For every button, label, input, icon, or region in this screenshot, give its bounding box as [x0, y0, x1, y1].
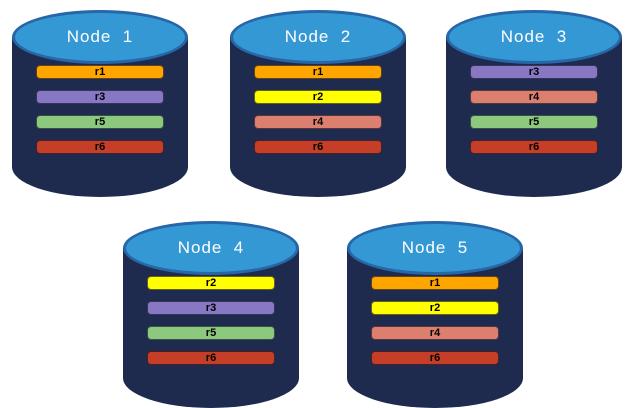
cylinder-top: Node 2 [230, 10, 406, 64]
replica-bars: r1 r2 r4 r6 [347, 276, 523, 365]
replica-bar-r4: r4 [254, 115, 382, 129]
replica-bar-r4: r4 [371, 326, 499, 340]
node-title: Node 2 [284, 27, 352, 46]
replica-bar-r2: r2 [147, 276, 275, 290]
replica-bars: r2 r3 r5 r6 [123, 276, 299, 365]
replica-bar-r3: r3 [470, 65, 598, 79]
replica-bar-r6: r6 [254, 140, 382, 154]
replica-bar-r6: r6 [371, 351, 499, 365]
replica-bar-r3: r3 [36, 90, 164, 104]
cylinder-node-3: Node 3 r3 r4 r5 r6 [446, 10, 622, 197]
replica-bar-r1: r1 [36, 65, 164, 79]
node-title: Node 3 [500, 27, 568, 46]
replica-bars: r1 r3 r5 r6 [12, 65, 188, 154]
cylinder-node-4: Node 4 r2 r3 r5 r6 [123, 221, 299, 408]
replica-bar-r4: r4 [470, 90, 598, 104]
replica-bar-r6: r6 [36, 140, 164, 154]
cylinder-node-5: Node 5 r1 r2 r4 r6 [347, 221, 523, 408]
replica-bar-r5: r5 [470, 115, 598, 129]
replica-bar-r1: r1 [254, 65, 382, 79]
replica-bars: r3 r4 r5 r6 [446, 65, 622, 154]
replica-bar-r5: r5 [36, 115, 164, 129]
node-title: Node 4 [177, 238, 245, 257]
cylinder-top: Node 3 [446, 10, 622, 64]
replica-bar-r5: r5 [147, 326, 275, 340]
replica-bar-r3: r3 [147, 301, 275, 315]
replica-bar-r6: r6 [470, 140, 598, 154]
cylinder-top: Node 4 [123, 221, 299, 275]
node-title: Node 5 [401, 238, 469, 257]
replica-bar-r2: r2 [371, 301, 499, 315]
cylinder-node-1: Node 1 r1 r3 r5 r6 [12, 10, 188, 197]
node-title: Node 1 [66, 27, 134, 46]
cylinder-top: Node 1 [12, 10, 188, 64]
replica-bar-r1: r1 [371, 276, 499, 290]
replica-bars: r1 r2 r4 r6 [230, 65, 406, 154]
replica-bar-r2: r2 [254, 90, 382, 104]
cylinder-node-2: Node 2 r1 r2 r4 r6 [230, 10, 406, 197]
cylinder-top: Node 5 [347, 221, 523, 275]
replica-bar-r6: r6 [147, 351, 275, 365]
